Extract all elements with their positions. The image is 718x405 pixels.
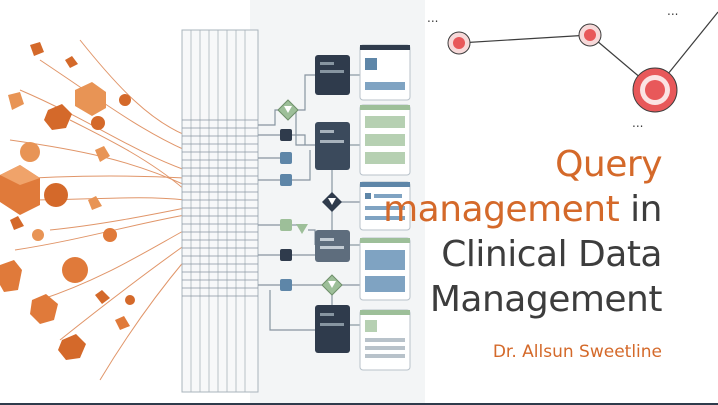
filter-icon (321, 274, 343, 296)
network-decoration: ... ... ... (427, 4, 718, 130)
sphere-icon (32, 229, 44, 241)
cube-icon (88, 196, 102, 210)
cube-icon (95, 146, 110, 162)
cube-icon (95, 290, 110, 304)
cube-icon (8, 92, 24, 110)
cube-icon (30, 42, 44, 56)
document-card-icon (359, 181, 411, 231)
cube-icon (75, 82, 106, 116)
cube-icon (44, 104, 72, 130)
sphere-icon (125, 295, 135, 305)
target-node-icon (447, 31, 471, 55)
cube-icon (65, 56, 78, 68)
document-card-icon (315, 55, 350, 95)
filter-icon (296, 224, 308, 234)
document-card-icon (359, 104, 411, 176)
filter-icon (277, 99, 299, 121)
sphere-icon (62, 257, 88, 283)
cube-icon (0, 165, 40, 185)
title-line-1: Query (382, 142, 662, 187)
title-word-in: in (619, 189, 662, 230)
title-word-management: management (383, 189, 620, 230)
ellipsis-top-right: ... (667, 4, 678, 18)
document-card-icon (359, 237, 411, 301)
sphere-icon (44, 183, 68, 207)
ellipsis-top-left: ... (427, 11, 438, 25)
document-card-icon (359, 309, 411, 371)
cube-icon (30, 294, 58, 324)
filter-icon (322, 192, 342, 212)
document-card-icon (315, 230, 350, 262)
cube-icon (10, 216, 24, 230)
slide-title: Query management in Clinical Data Manage… (382, 142, 662, 322)
sphere-icon (103, 228, 117, 242)
title-management: Management (429, 279, 663, 320)
bottom-divider (0, 403, 718, 405)
scattered-shapes (0, 42, 135, 360)
cube-icon (0, 260, 22, 292)
ellipsis-bottom: ... (632, 116, 643, 130)
sphere-icon (119, 94, 131, 106)
data-flow-illustration (0, 0, 425, 405)
document-card-icon (359, 44, 411, 101)
target-node-icon (578, 23, 602, 47)
document-card-icon (315, 305, 350, 353)
cube-icon (115, 316, 130, 330)
document-card-icon (315, 122, 350, 170)
title-clinical-data: Clinical Data (441, 234, 662, 275)
author-name: Dr. Allsun Sweetline (492, 342, 662, 362)
title-line-4: Management (382, 277, 663, 322)
data-grid (181, 29, 259, 393)
title-word-query: Query (555, 144, 662, 185)
cube-icon (58, 334, 86, 360)
target-node-icon (632, 67, 678, 113)
small-nodes (280, 129, 292, 291)
sphere-icon (91, 116, 105, 130)
title-line-2: management in (382, 187, 662, 232)
sphere-icon (20, 142, 40, 162)
title-line-3: Clinical Data (382, 232, 662, 277)
